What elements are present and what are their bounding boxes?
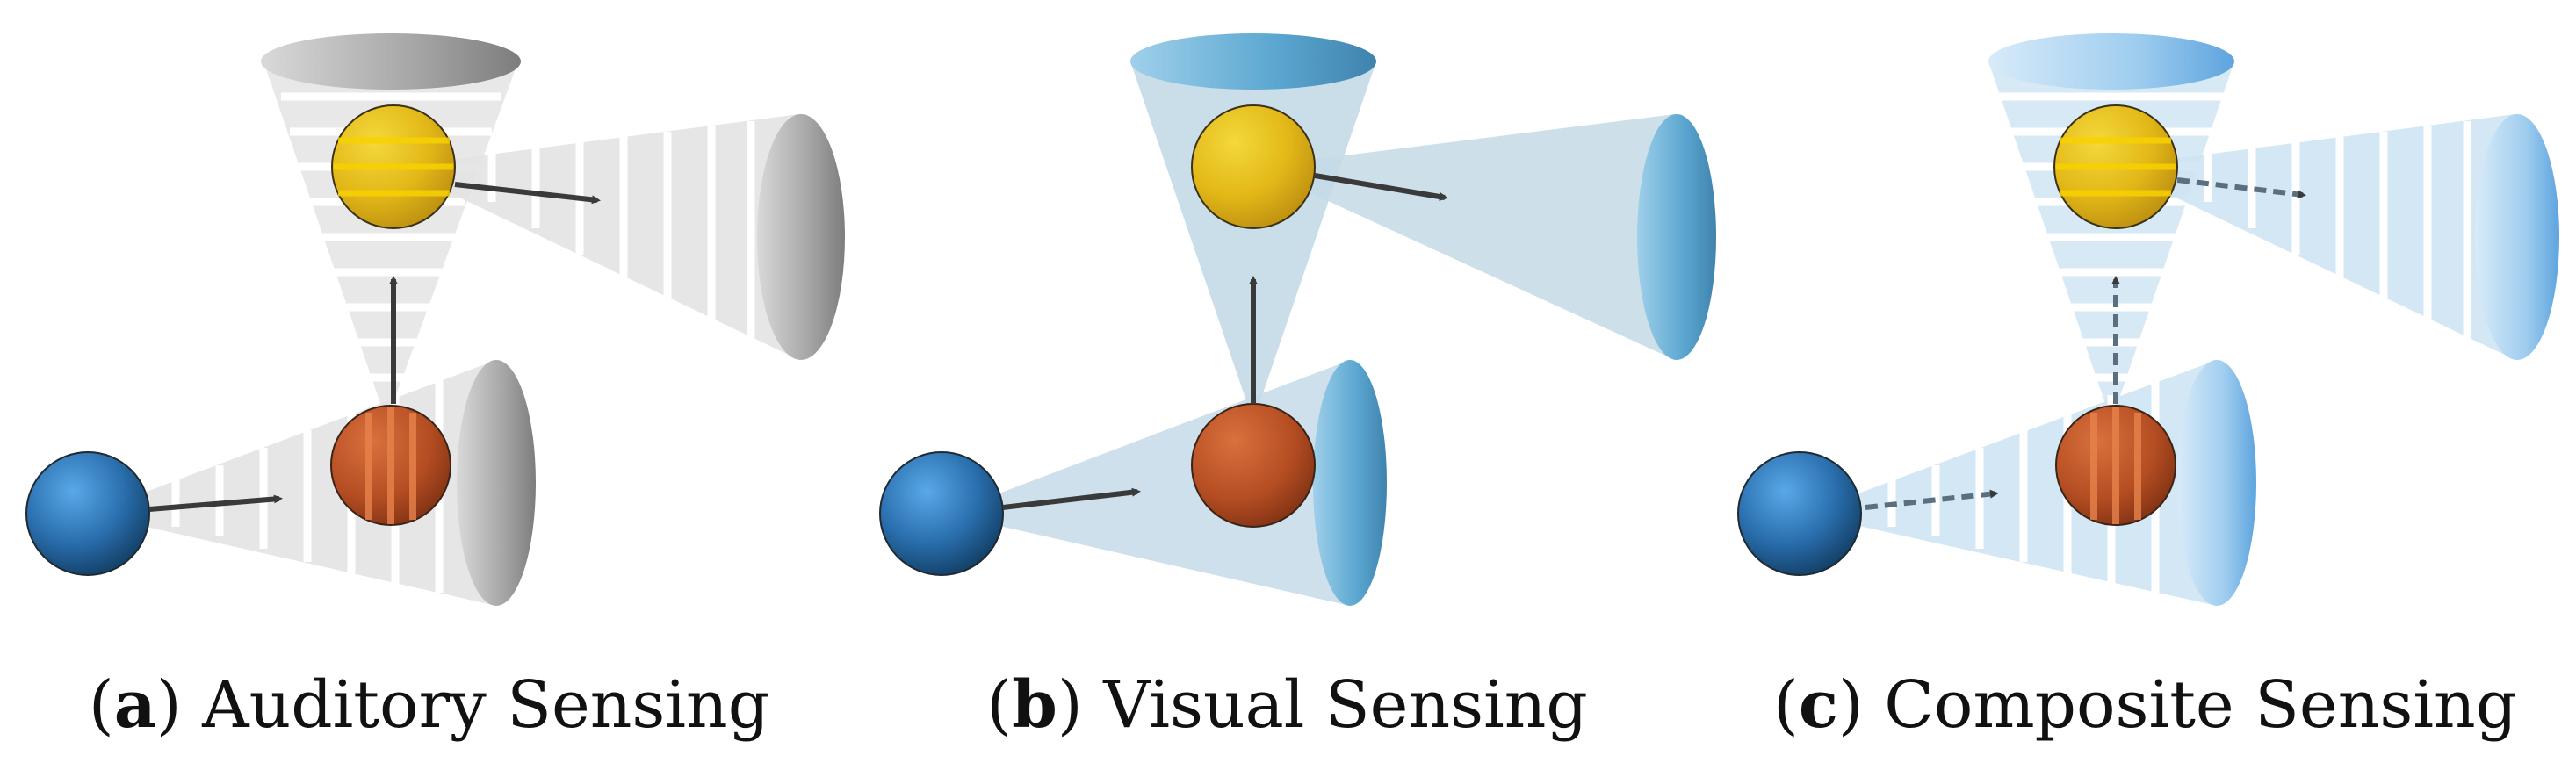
caption-title: Auditory Sensing xyxy=(202,667,770,743)
caption-visual: (b) Visual Sensing xyxy=(986,667,1588,743)
vision-cone-icon xyxy=(1253,114,1675,360)
sound-wave-cone-icon xyxy=(261,33,521,421)
source-sphere-icon xyxy=(879,451,1004,576)
target-sphere-icon xyxy=(1191,104,1316,229)
auditory-diagram xyxy=(25,33,845,606)
caption-letter: c xyxy=(1798,667,1838,743)
source-sphere-icon xyxy=(25,451,150,576)
panel-visual: (b) Visual Sensing xyxy=(858,0,1716,770)
arrow-icon xyxy=(2176,177,2306,199)
source-sphere-icon xyxy=(1737,451,1862,576)
sound-wave-cone-icon xyxy=(2111,114,2559,360)
arrow-icon xyxy=(1002,487,1141,510)
arrow-icon xyxy=(1314,173,1448,201)
sound-wave-cone-icon xyxy=(395,114,845,360)
caption-title: Composite Sensing xyxy=(1884,667,2518,743)
visual-diagram xyxy=(879,33,1716,606)
composite-diagram xyxy=(1737,33,2559,606)
caption-auditory: (a) Auditory Sensing xyxy=(88,667,770,743)
caption-composite: (c) Composite Sensing xyxy=(1772,667,2518,743)
panel-composite: (c) Composite Sensing xyxy=(1716,0,2574,770)
caption-title: Visual Sensing xyxy=(1103,667,1588,743)
arrow-icon xyxy=(1865,489,1999,510)
caption-letter: a xyxy=(113,667,156,743)
panel-auditory: (a) Auditory Sensing xyxy=(0,0,858,770)
sound-wave-cone-icon xyxy=(88,360,536,606)
vision-cone-icon xyxy=(1130,61,1376,421)
arrow-icon xyxy=(148,494,283,512)
relay-sphere-icon xyxy=(1191,403,1316,528)
sound-wave-cone-icon xyxy=(1804,360,2256,606)
arrow-icon xyxy=(454,182,601,205)
caption-letter: b xyxy=(1012,667,1057,743)
